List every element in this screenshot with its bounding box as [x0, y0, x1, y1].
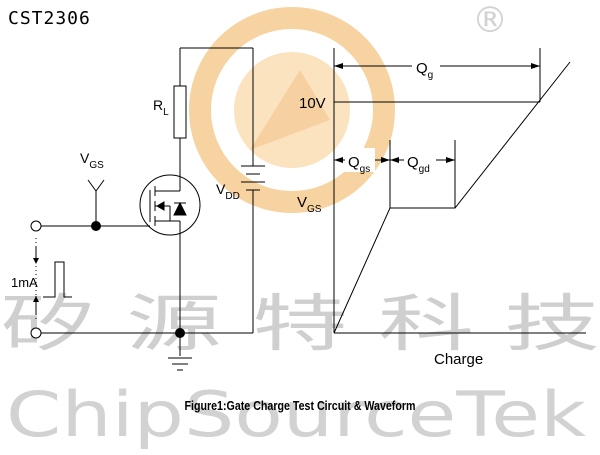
qgd-label-main: Q	[407, 154, 419, 171]
waveform	[333, 48, 586, 334]
vgs-circuit-label: VGS	[80, 150, 104, 171]
watermark-logo-ring	[189, 7, 395, 213]
dimension-arrowheads	[334, 63, 540, 163]
vgs-circuit-label-sub: GS	[89, 160, 104, 171]
qgd-arrow-right	[446, 157, 455, 163]
vdd-label: VDD	[216, 181, 240, 202]
part-number: CST2306	[8, 8, 91, 29]
vdd-label-main: V	[216, 181, 226, 197]
registered-mark: ®	[472, 0, 508, 41]
vgs-curve	[333, 61, 571, 334]
vgs-waveform-label-main: V	[297, 194, 307, 211]
vgs-waveform-label-sub: GS	[307, 204, 322, 215]
watermark-logo	[189, 7, 395, 213]
ground-symbol	[168, 357, 192, 371]
qgd-label-backing	[404, 148, 436, 172]
qgs-label: Qgs	[348, 154, 370, 175]
qgs-label-main: Q	[348, 154, 360, 171]
load-resistor	[173, 85, 187, 139]
qgd-arrow-left	[390, 157, 399, 163]
qg-arrow-left	[334, 63, 343, 69]
gate-input-terminal	[30, 220, 42, 232]
x-axis-label: Charge	[434, 351, 483, 368]
qgs-arrow-left	[334, 157, 343, 163]
qg-label: Qg	[416, 60, 433, 81]
figure-caption: Figure1:Gate Charge Test Circuit & Wavef…	[184, 398, 416, 413]
watermark-english-text: ChipSourceTek	[6, 378, 586, 450]
qg-arrow-right	[531, 63, 540, 69]
qgd-label-sub: gd	[419, 164, 430, 175]
gate-junction-dot	[91, 221, 101, 231]
ground-input-terminal	[30, 327, 42, 339]
current-label: 1mA	[11, 275, 38, 290]
vdd-label-sub: DD	[225, 191, 239, 202]
qg-label-sub: g	[428, 70, 434, 81]
level-10v-label: 10V	[299, 95, 326, 112]
vgs-waveform-label: VGS	[297, 194, 322, 215]
pulse-arrow-top-head	[33, 258, 39, 264]
qg-label-backing	[412, 54, 440, 76]
mosfet-symbol	[149, 176, 187, 236]
vgs-circuit-label-main: V	[80, 150, 90, 166]
source-junction-dot	[175, 328, 185, 338]
watermark-chinese-text: 矽 源 特 科 技	[0, 287, 600, 360]
watermark-logo-mark	[250, 70, 330, 150]
circuit	[30, 47, 265, 371]
vgs-probe-left	[87, 179, 97, 192]
qgs-arrow-right	[381, 157, 390, 163]
mosfet-circle	[139, 174, 201, 236]
qg-label-main: Q	[416, 60, 428, 77]
vgs-probe-right	[95, 179, 105, 192]
pulse-waveform	[43, 261, 72, 298]
qgs-label-sub: gs	[360, 164, 371, 175]
rl-label-main: R	[153, 97, 163, 113]
rl-label-sub: L	[163, 107, 169, 118]
qgs-label-backing	[345, 148, 375, 172]
rl-label: RL	[153, 97, 169, 118]
qgd-label: Qgd	[407, 154, 430, 175]
